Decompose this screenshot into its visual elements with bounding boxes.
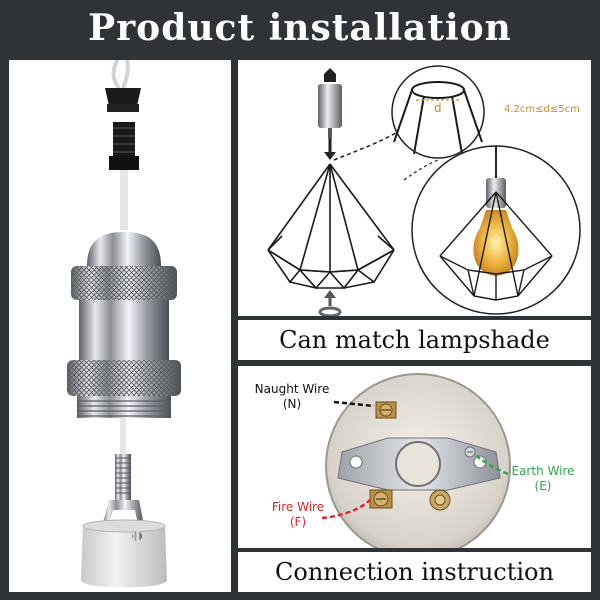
earth-terminal <box>464 446 476 458</box>
ceramic-socket <box>81 526 167 588</box>
page-title: Product installation <box>88 7 512 49</box>
header: Product installation <box>0 0 600 56</box>
naught-wire-label: Naught Wire (N) <box>254 382 330 411</box>
cord-grip-cap <box>105 88 141 106</box>
lampshade-caption: Can match lampshade <box>238 316 591 360</box>
power-cord <box>111 60 121 90</box>
naught-terminal <box>375 401 397 419</box>
earth-wire-label: Earth Wire (E) <box>511 464 575 493</box>
socket-body <box>79 300 169 360</box>
lamp-holder-illustration <box>67 60 181 588</box>
dimension-symbol: d <box>434 101 442 115</box>
mount-bracket <box>101 500 145 530</box>
fire-terminal <box>369 489 393 509</box>
connection-caption: Connection instruction <box>238 548 591 592</box>
lampshade-illustration: d <box>267 65 581 316</box>
fire-wire-label: Fire Wire (F) <box>271 500 325 529</box>
lamp-holder-panel <box>9 60 231 592</box>
cage-lampshade <box>267 163 395 290</box>
socket-top-cap <box>87 232 161 266</box>
assembled-cage <box>439 191 553 301</box>
lampshade-panel: d 4.2cm≤d≤5cm Can match lampshade <box>238 60 591 360</box>
size-range-label: 4.2cm≤d≤5cm <box>504 104 580 115</box>
neutral-terminal <box>429 489 451 511</box>
ceramic-base-illustration <box>321 373 511 548</box>
dimension-zoom-circle <box>391 65 485 159</box>
edison-bulb <box>473 210 519 276</box>
connection-panel: Naught Wire (N) Earth Wire (E) Fire Wire… <box>238 366 591 592</box>
gland-nut <box>113 122 135 156</box>
threaded-sleeve <box>77 396 171 418</box>
